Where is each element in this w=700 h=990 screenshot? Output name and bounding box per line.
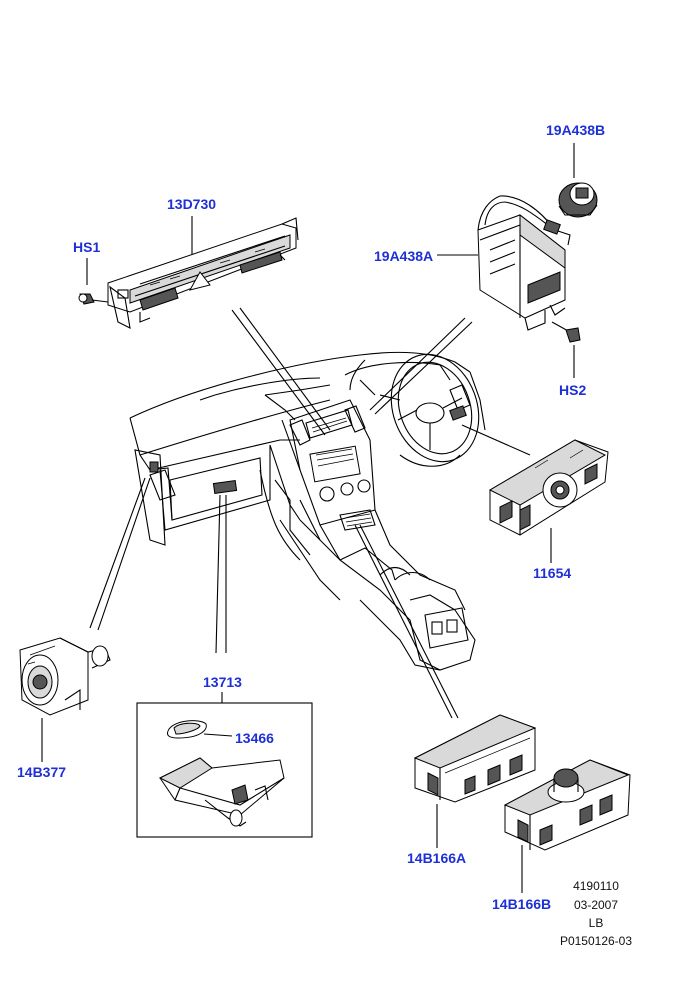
part-14b166b-switchpack: [503, 759, 631, 851]
callout-19a438a[interactable]: 19A438A: [374, 248, 434, 264]
part-11654-lighting-switch: [488, 439, 609, 536]
part-19a438b-button: [558, 182, 598, 218]
callout-14b377[interactable]: 14B377: [17, 764, 67, 780]
callout-11654[interactable]: 11654: [533, 565, 572, 581]
callout-14b166a[interactable]: 14B166A: [407, 850, 467, 866]
part-14b377-switch: [19, 637, 111, 716]
part-19a438a-module: [477, 195, 571, 331]
part-13d730-switch-panel: [107, 217, 299, 329]
part-14b166a-switchpack: [413, 714, 537, 803]
leader-lines: [41, 143, 575, 893]
callout-13d730[interactable]: 13D730: [167, 196, 217, 212]
part-13713-lamp: [158, 757, 285, 827]
drawing-date: 03-2007: [573, 898, 619, 912]
box-13713: [136, 702, 313, 838]
part-hs2-screw: [551, 321, 581, 343]
callout-14b166b[interactable]: 14B166B: [492, 896, 552, 912]
callout-19a438b[interactable]: 19A438B: [546, 122, 606, 138]
callout-hs2[interactable]: HS2: [559, 382, 587, 398]
publication-code: P0150126-03: [559, 934, 633, 948]
part-hs1-screw: [78, 293, 109, 305]
dashboard-illustration: [129, 351, 486, 671]
callout-hs1[interactable]: HS1: [73, 239, 101, 255]
callout-13713[interactable]: 13713: [203, 674, 242, 690]
drawing-number: 4190110: [573, 879, 619, 893]
callout-13466[interactable]: 13466: [235, 730, 274, 746]
part-13466-lens: [167, 720, 207, 739]
model-code: LB: [588, 916, 604, 930]
